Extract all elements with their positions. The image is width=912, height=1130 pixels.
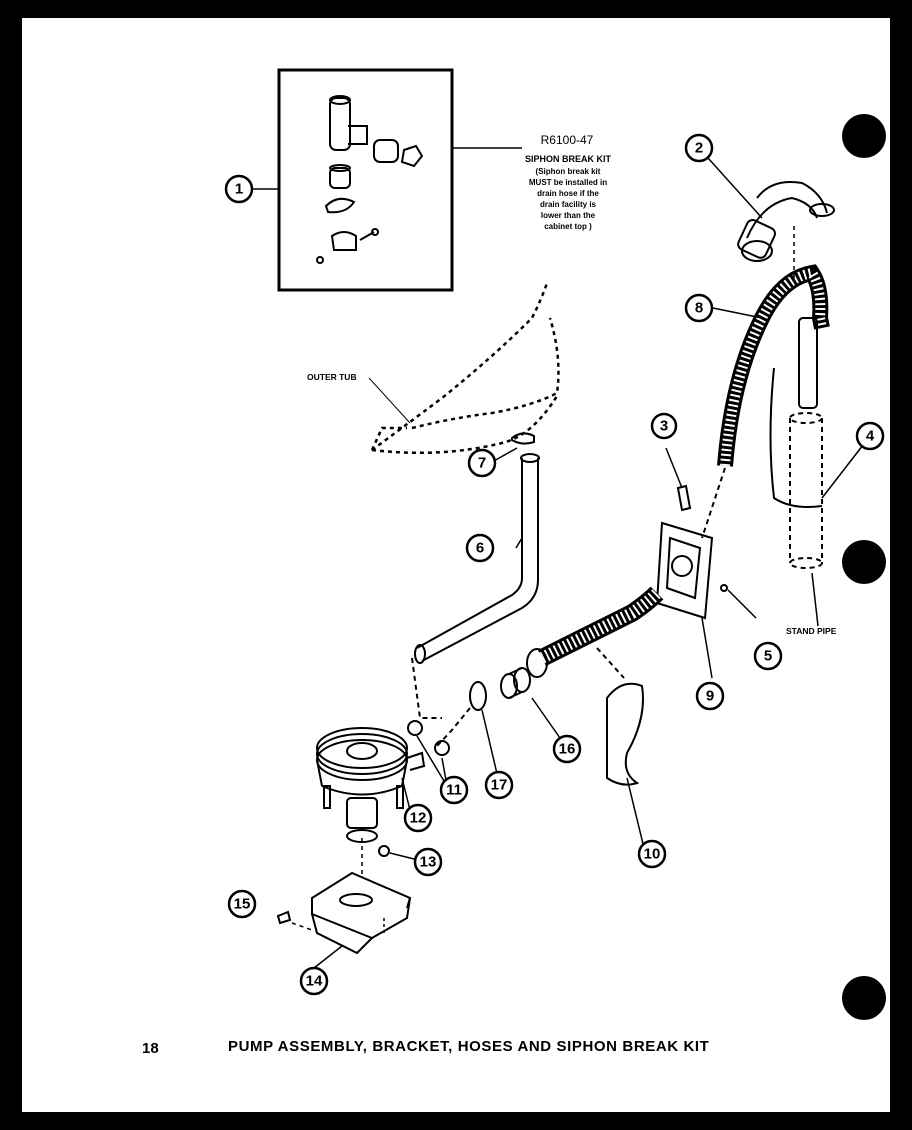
kit-note-line-4: drain facility is xyxy=(540,200,597,209)
clamp-11b xyxy=(434,740,450,756)
binder-hole-middle xyxy=(842,540,886,584)
kit-name: SIPHON BREAK KIT xyxy=(525,154,612,164)
callout-14: 14 xyxy=(306,973,323,990)
screw-15 xyxy=(276,910,292,925)
callout-12: 12 xyxy=(410,810,427,827)
hose-6 xyxy=(414,453,540,664)
clamp-11a xyxy=(407,720,423,736)
callout-1: 1 xyxy=(235,181,243,198)
callout-16: 16 xyxy=(559,741,576,758)
callout-17: 17 xyxy=(491,777,508,794)
outer-tub-label: OUTER TUB xyxy=(307,372,357,382)
clamp-7 xyxy=(511,432,535,445)
callout-9: 9 xyxy=(706,688,714,705)
drain-hose-8 xyxy=(717,264,830,467)
coupling-16 xyxy=(500,667,531,699)
parts-diagram-sheet: 1 2 3 4 5 6 7 8 9 10 11 12 13 14 15 16 1… xyxy=(22,18,890,1112)
callout-3: 3 xyxy=(660,418,668,435)
callout-15: 15 xyxy=(234,896,251,913)
callout-6: 6 xyxy=(476,540,484,557)
stand-pipe xyxy=(789,412,823,569)
screw-5 xyxy=(720,584,728,592)
kit-note-line-3: drain hose if the xyxy=(537,189,599,198)
hose-end-2 xyxy=(737,181,835,262)
callout-2: 2 xyxy=(695,140,703,157)
kit-note-line-6: cabinet top ) xyxy=(544,222,592,231)
page-title: PUMP ASSEMBLY, BRACKET, HOSES AND SIPHON… xyxy=(228,1038,710,1055)
bracket-14 xyxy=(311,871,412,955)
nut-13 xyxy=(378,845,390,857)
lower-drain-hose xyxy=(526,586,664,678)
kit-note-line-5: lower than the xyxy=(541,211,596,220)
callout-8: 8 xyxy=(695,300,703,317)
clamp-17 xyxy=(469,681,487,711)
callout-7: 7 xyxy=(478,455,486,472)
binder-hole-bottom xyxy=(842,976,886,1020)
siphon-kit-parts xyxy=(316,95,424,264)
exploded-parts-diagram: 1 2 3 4 5 6 7 8 9 10 11 12 13 14 15 16 1… xyxy=(224,68,885,996)
strap-4 xyxy=(769,367,823,508)
pump-12 xyxy=(316,727,426,843)
stand-pipe-label: STAND PIPE xyxy=(786,626,837,636)
outer-tub-outline xyxy=(370,282,560,455)
callout-13: 13 xyxy=(420,854,437,871)
siphon-kit-box xyxy=(277,68,454,292)
callout-10: 10 xyxy=(644,846,661,863)
callout-5a: 5 xyxy=(764,648,772,665)
callout-11: 11 xyxy=(446,782,462,799)
hose-guide-10 xyxy=(606,682,644,786)
callout-4: 4 xyxy=(866,428,875,445)
kit-note-line-1: (Siphon break kit xyxy=(536,167,601,176)
kit-part-number: R6100-47 xyxy=(541,133,594,147)
clip-3 xyxy=(676,484,692,512)
bracket-9 xyxy=(655,521,714,620)
kit-note-line-2: MUST be installed in xyxy=(529,178,607,187)
binder-hole-top xyxy=(842,114,886,158)
page-number: 18 xyxy=(142,1040,159,1057)
